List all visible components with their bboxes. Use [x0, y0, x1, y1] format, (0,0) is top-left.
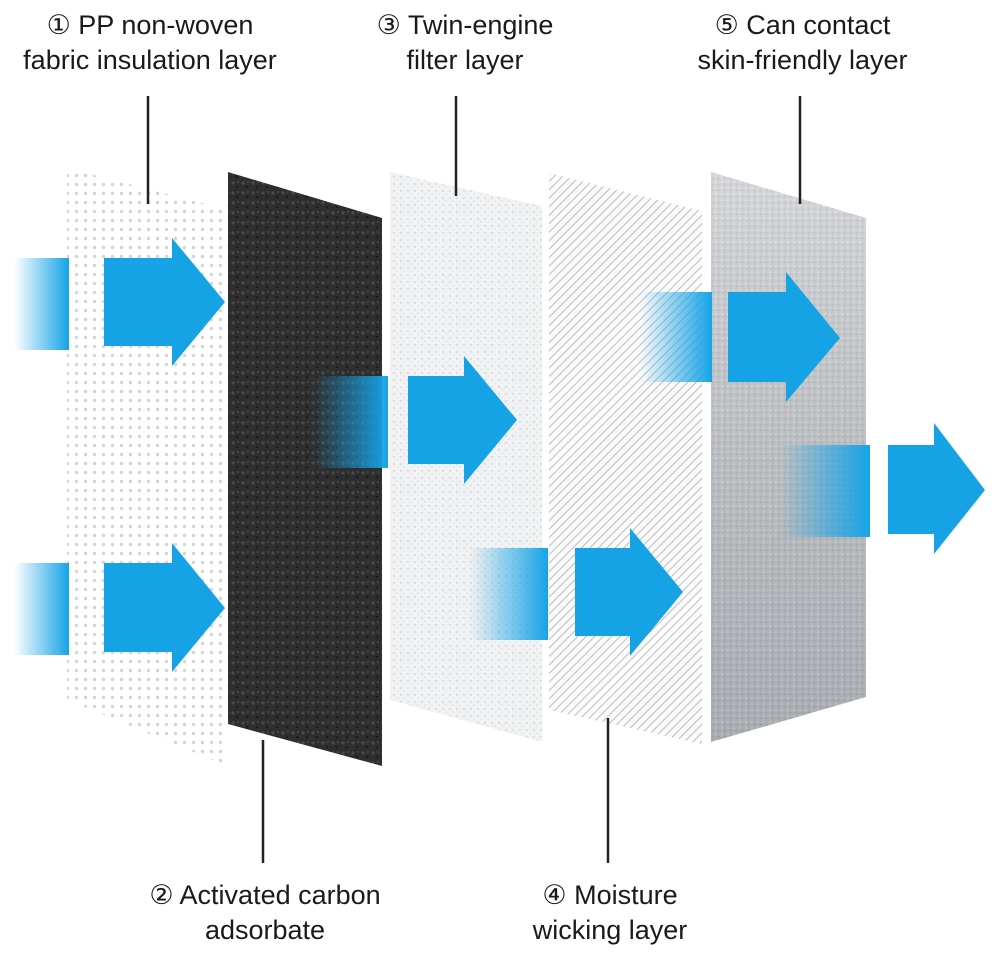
air-flow-arrow-6 — [888, 423, 985, 554]
label-layer-3-line-2: filter layer — [406, 45, 524, 75]
air-flow-tail-1 — [14, 258, 69, 350]
label-layer-5: ⑤ Can contact skin-friendly layer — [675, 8, 930, 78]
label-layer-3-line-1: ③ Twin-engine — [376, 10, 554, 40]
label-layer-5-line-2: skin-friendly layer — [697, 45, 908, 75]
label-layer-2: ② Activated carbon adsorbate — [115, 878, 415, 948]
air-flow-arrow-1 — [104, 238, 225, 366]
air-flow-tail-4 — [470, 548, 548, 640]
label-layer-4: ④ Moisture wicking layer — [510, 878, 710, 948]
label-layer-1-line-1: ① PP non-woven — [46, 10, 254, 40]
air-flow-arrow-4 — [575, 528, 683, 656]
label-layer-3: ③ Twin-engine filter layer — [350, 8, 580, 78]
label-layer-4-line-2: wicking layer — [532, 915, 688, 945]
layer-2-activated-carbon — [228, 172, 382, 766]
label-layer-5-line-1: ⑤ Can contact — [714, 10, 891, 40]
label-layer-1: ① PP non-woven fabric insulation layer — [0, 8, 300, 78]
air-flow-tail-3 — [312, 376, 388, 468]
air-flow-tail-5 — [640, 292, 712, 382]
layer-1-pp-nonwoven — [67, 168, 222, 764]
air-flow-arrow-2 — [104, 543, 225, 672]
air-flow-arrow-5 — [728, 272, 840, 402]
label-layer-2-line-1: ② Activated carbon — [149, 880, 381, 910]
label-layer-4-line-1: ④ Moisture — [542, 880, 678, 910]
label-layer-2-line-2: adsorbate — [204, 915, 326, 945]
air-flow-tail-2 — [14, 563, 69, 655]
air-flow-tail-6 — [780, 445, 870, 537]
layer-4-moisture-wicking — [549, 173, 702, 744]
air-flow-arrow-3 — [408, 356, 517, 484]
label-layer-1-line-2: fabric insulation layer — [23, 45, 277, 75]
